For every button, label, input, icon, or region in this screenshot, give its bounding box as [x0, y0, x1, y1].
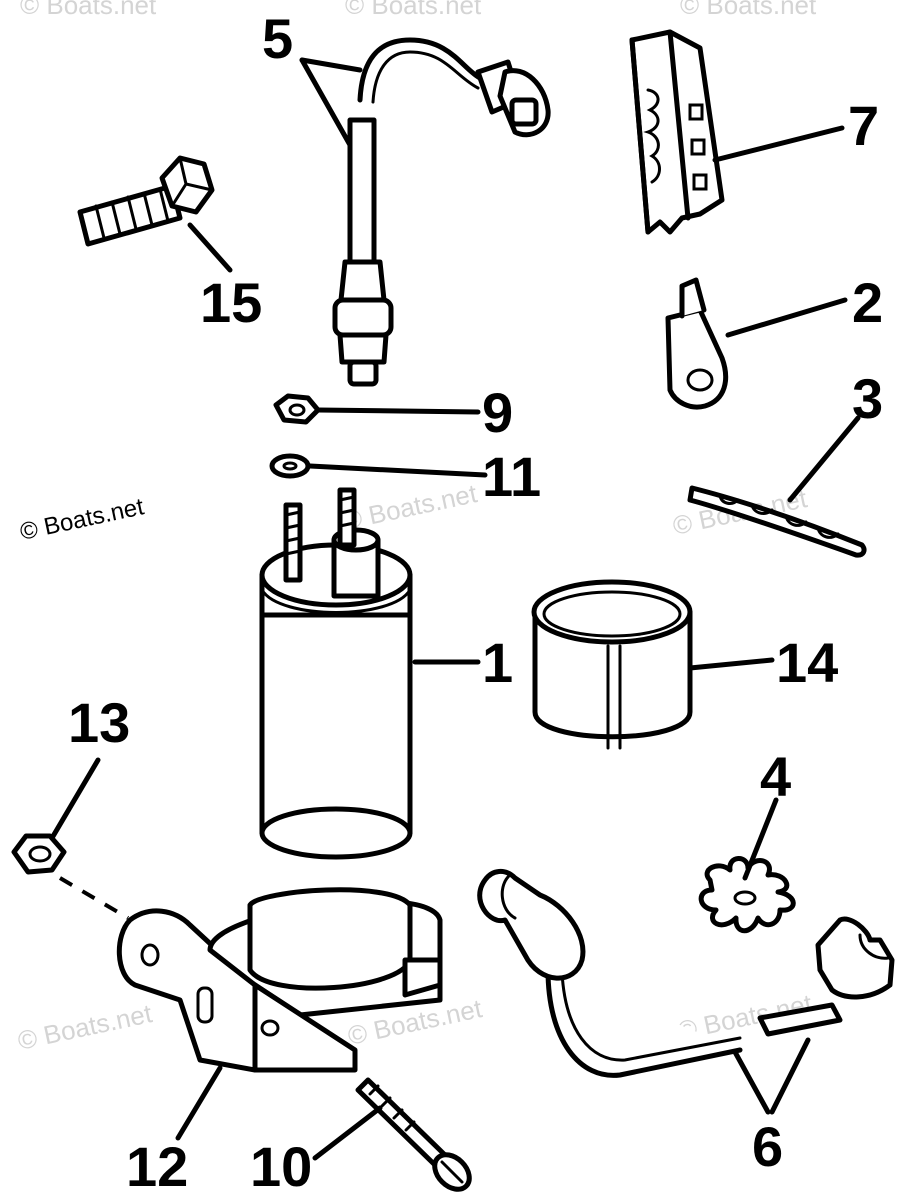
leader-6b: [769, 1037, 811, 1115]
leader-15: [187, 222, 233, 273]
leader-5b: [299, 57, 353, 148]
part-1-ignition-coil: [259, 487, 413, 860]
leader-13: [49, 757, 101, 841]
part-2-terminal: [665, 277, 729, 410]
leader-3: [787, 415, 861, 503]
leader-2: [725, 297, 848, 338]
part-3-spring-clip: [687, 485, 867, 558]
part-13-nut: [11, 833, 67, 875]
callout-5: 5: [262, 7, 293, 70]
watermark-faint-low-1: © Boats.net: [15, 998, 155, 1056]
part-6-spark-plug-lead: [477, 869, 895, 1078]
callout-1: 1: [482, 631, 513, 694]
leader-11: [307, 463, 488, 478]
callout-13: 13: [68, 691, 130, 754]
callout-4: 4: [760, 745, 791, 808]
part-13-alignment-line: [58, 876, 130, 920]
callout-15: 15: [200, 271, 262, 334]
part-5-high-tension-lead: [332, 37, 551, 387]
watermark: © Boats.net: [18, 493, 147, 546]
callout-12: 12: [126, 1135, 188, 1198]
callout-14: 14: [776, 631, 838, 694]
part-14-sleeve: [531, 579, 693, 750]
callout-11: 11: [482, 445, 541, 508]
callout-7: 7: [848, 94, 879, 157]
part-4-retainer-clip: [698, 856, 796, 934]
part-10-screw: [355, 1077, 472, 1192]
callout-9: 9: [482, 381, 513, 444]
leader-12: [175, 1065, 223, 1141]
part-15-bolt: [77, 155, 215, 247]
callout-6: 6: [752, 1115, 783, 1178]
callout-2: 2: [852, 271, 883, 334]
leader-6a: [732, 1049, 771, 1115]
part-9-nut: [273, 393, 321, 425]
callout-3: 3: [852, 367, 883, 430]
part-11-washer: [269, 453, 311, 479]
leader-9: [315, 407, 481, 415]
part-7-terminal-block: [629, 29, 725, 235]
part-12-bracket: [116, 887, 443, 1073]
leader-7: [712, 125, 845, 163]
callout-10: 10: [250, 1135, 312, 1198]
leader-4: [742, 797, 779, 881]
leader-14: [687, 657, 775, 671]
watermark-faint-mid-1: © Boats.net: [340, 478, 480, 536]
watermark-faint-top-1: © Boats.net: [20, 0, 157, 20]
leader-5a: [299, 57, 363, 73]
watermark-faint-top-3: © Boats.net: [680, 0, 817, 20]
leader-10: [312, 1105, 383, 1161]
watermark-faint-top-2: © Boats.net: [345, 0, 482, 20]
